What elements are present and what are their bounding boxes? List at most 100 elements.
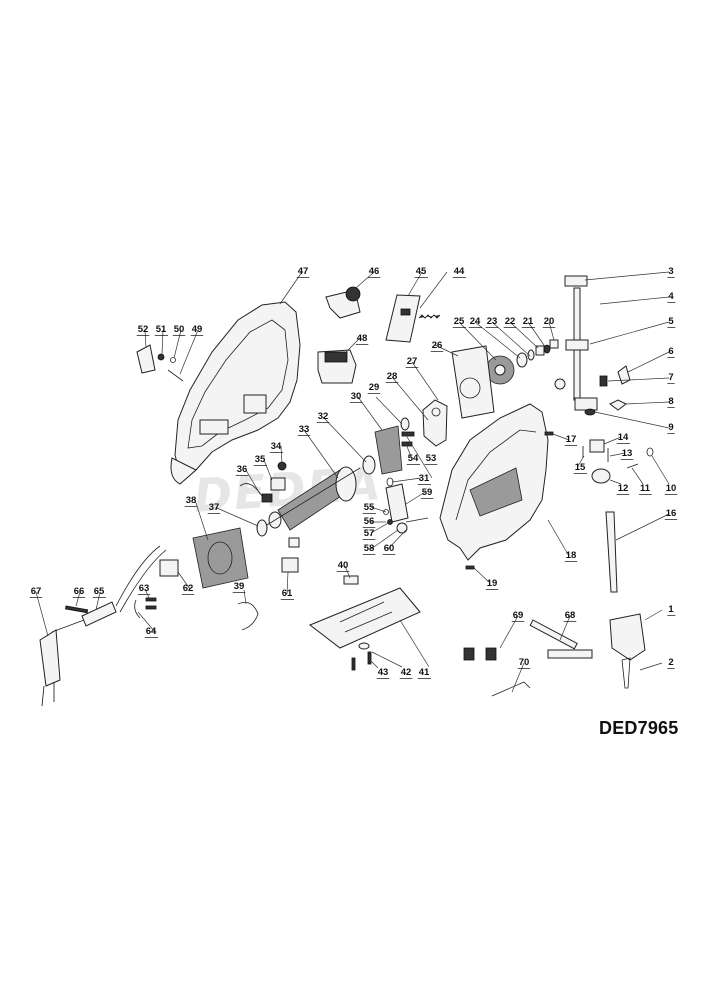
callout-2: 2 [668, 657, 673, 668]
chip-guard [609, 613, 646, 661]
washer-9 [584, 408, 596, 416]
callout-58: 58 [364, 543, 375, 554]
clamp-body-14 [589, 439, 605, 453]
switch-cover-40 [343, 575, 359, 585]
model-code: DED7965 [599, 718, 679, 738]
callout-10: 10 [666, 483, 677, 494]
cord-protector-65 [81, 601, 117, 627]
callout-16: 16 [666, 508, 677, 519]
connecting-plate [422, 399, 448, 447]
connecting-plate-hole [431, 407, 441, 417]
screw-69a [463, 647, 475, 661]
callout-45: 45 [416, 266, 427, 277]
slider-52 [136, 344, 156, 374]
callout-6: 6 [668, 346, 673, 357]
callout-8: 8 [668, 396, 673, 407]
rod-bearing-5 [565, 339, 589, 351]
knob-pivot [554, 378, 566, 390]
cord-lead-67 [51, 619, 85, 633]
spring-7 [599, 375, 608, 387]
callout-18: 18 [566, 550, 577, 561]
hex-key-2 [621, 657, 631, 689]
callout-3: 3 [668, 266, 673, 277]
callout-70: 70 [519, 657, 530, 668]
callout-69: 69 [513, 610, 524, 621]
armature-fan [335, 466, 357, 502]
brush-holder-35 [270, 477, 286, 491]
callout-56: 56 [364, 516, 375, 527]
bolt-10 [646, 447, 654, 457]
clip-6 [617, 365, 631, 385]
callout-39: 39 [234, 581, 245, 592]
callout-46: 46 [369, 266, 380, 277]
base-plate [309, 587, 421, 649]
left-housing-switch-bay [199, 419, 229, 435]
fan-washer-32 [362, 455, 376, 475]
callout-26: 26 [432, 340, 443, 351]
brush-wire-36 [239, 483, 263, 497]
callout-55: 55 [364, 502, 375, 513]
bearing-24 [516, 352, 528, 368]
screw-63b [145, 605, 157, 610]
guide-block [374, 425, 403, 475]
guide-screw-53 [401, 431, 415, 437]
callout-32: 32 [318, 411, 329, 422]
callout-30: 30 [351, 391, 362, 402]
callout-12: 12 [618, 483, 629, 494]
callout-54: 54 [408, 453, 419, 464]
gear-plate-hole [459, 377, 481, 399]
gear-plate [451, 345, 495, 419]
bush-20 [549, 339, 559, 349]
callout-63: 63 [139, 583, 150, 594]
rod-49 [167, 369, 184, 382]
allen-key-70 [491, 681, 531, 697]
switch-61 [281, 557, 299, 573]
callout-44: 44 [454, 266, 465, 277]
callout-35: 35 [255, 454, 266, 465]
callout-41: 41 [419, 667, 430, 678]
washer-29 [400, 417, 410, 431]
roller-58 [396, 522, 408, 534]
callout-13: 13 [622, 448, 633, 459]
callout-57: 57 [364, 528, 375, 539]
callout-49: 49 [192, 324, 203, 335]
callout-14: 14 [618, 432, 629, 443]
gear-pinion [345, 286, 361, 302]
callout-50: 50 [174, 324, 185, 335]
callout-31: 31 [419, 473, 430, 484]
screw-19 [465, 565, 475, 570]
switch-button [288, 537, 300, 548]
left-housing-vent [243, 394, 267, 414]
callout-43: 43 [378, 667, 389, 678]
callout-62: 62 [183, 583, 194, 594]
callout-17: 17 [566, 434, 577, 445]
pendulum-lever [385, 294, 421, 343]
callout-67: 67 [31, 586, 42, 597]
screw-43b [367, 651, 372, 665]
callout-24: 24 [470, 316, 481, 327]
callout-59: 59 [422, 487, 433, 498]
roller-pin-60 [405, 517, 429, 523]
callout-51: 51 [156, 324, 167, 335]
blade-holder-8 [574, 397, 598, 411]
callout-4: 4 [668, 291, 674, 302]
lever-insert [400, 308, 411, 316]
callout-61: 61 [282, 588, 293, 599]
callout-34: 34 [271, 441, 282, 452]
callout-23: 23 [487, 316, 498, 327]
screw-69b [485, 647, 497, 661]
callout-64: 64 [146, 626, 157, 637]
callout-60: 60 [384, 543, 395, 554]
plug-pin-a [41, 685, 45, 707]
callout-20: 20 [544, 316, 555, 327]
armature-shaft [261, 467, 361, 529]
brush-36 [261, 493, 273, 503]
stator-bore [207, 541, 233, 575]
callout-36: 36 [237, 464, 248, 475]
leader-lines [35, 271, 670, 693]
callout-11: 11 [640, 483, 651, 494]
callout-53: 53 [426, 453, 437, 464]
clamp-sleeve-12 [591, 468, 611, 484]
stator [192, 527, 249, 589]
